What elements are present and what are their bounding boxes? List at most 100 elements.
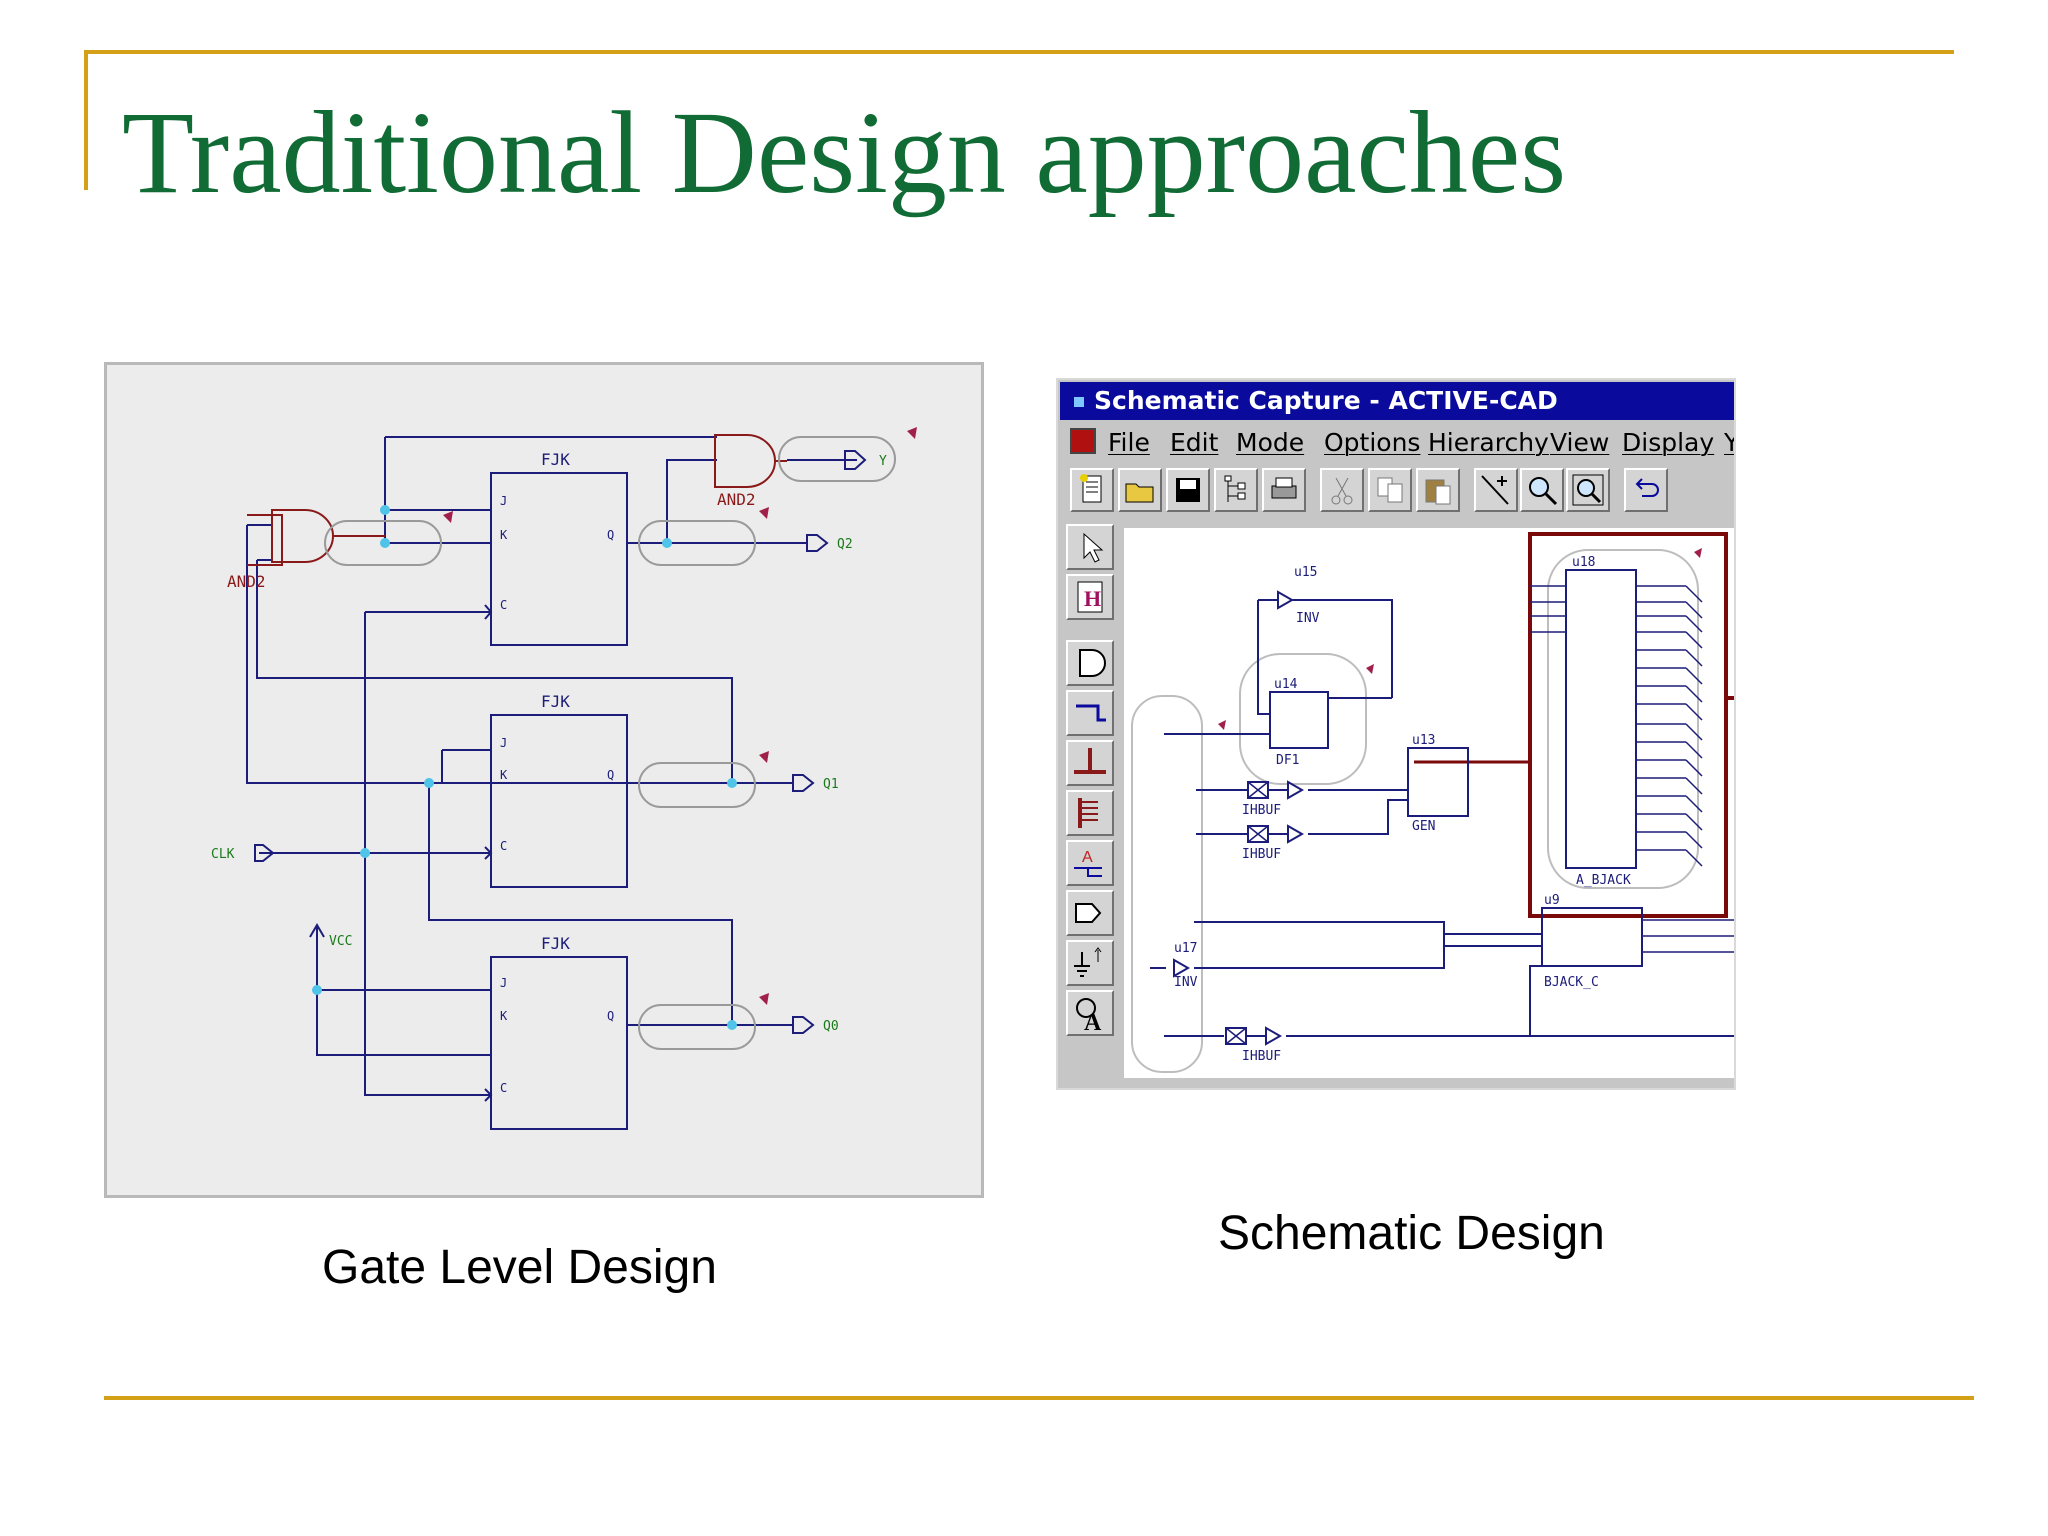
u17-label: u17 [1174,941,1197,956]
hierarchy-h-icon: H [1077,581,1103,613]
u9-label: u9 [1544,893,1560,908]
new-icon [1080,474,1102,503]
window-titlebar[interactable]: Schematic Capture - ACTIVE-CAD [1060,382,1734,420]
menu-mode[interactable]: Mode [1236,428,1305,457]
fjk-box-bottom [490,956,628,1130]
pin-q-mid: Q [607,768,614,782]
copy-button[interactable] [1368,468,1412,512]
net-tool[interactable] [1066,690,1114,736]
pin-q-bottom: Q [607,1009,614,1023]
bus-tap-tool[interactable] [1066,790,1114,836]
ibuf-label-1: IHBUF [1242,803,1281,818]
save-button[interactable] [1166,468,1210,512]
ibuf-label-3: IHBUF [1242,1049,1281,1064]
inv-label-u17: INV [1174,975,1198,990]
label-tool[interactable]: A [1066,840,1114,886]
svg-text:A: A [1082,849,1093,866]
fjk-label-mid: FJK [541,692,570,711]
save-icon [1176,478,1200,502]
output-y-label: Y [879,454,887,469]
pin-j-bottom: J [500,976,507,990]
left-rule [84,50,88,190]
open-button[interactable] [1118,468,1162,512]
tool-palette: H A A [1064,520,1120,1076]
gate-level-figure: FJK FJK FJK AND2 AND2 J K Q C J K Q C J … [104,362,984,1198]
net-icon [1076,704,1106,722]
power-ground-tool[interactable] [1066,940,1114,986]
pin-j-top: J [500,494,507,508]
fjk-label-top: FJK [541,450,570,469]
add-wire-icon [1481,475,1509,505]
menu-bar: File Edit Mode Options Hierarchy View Di… [1060,422,1734,462]
bus-tool[interactable] [1066,740,1114,786]
menu-file[interactable]: File [1108,428,1150,457]
df1-label: DF1 [1276,753,1299,768]
menu-overflow[interactable]: Y [1724,428,1734,457]
inv-label-u15: INV [1296,611,1320,626]
a-bjack-label: A_BJACK [1576,873,1631,888]
u13-label: u13 [1412,733,1435,748]
menu-hierarchy[interactable]: Hierarchy [1428,428,1549,457]
and-gate-tool[interactable] [1066,640,1114,686]
pin-k-top: K [500,528,508,542]
menu-view[interactable]: View [1550,428,1610,457]
io-marker-tool[interactable] [1066,890,1114,936]
cut-icon [1331,477,1353,505]
zoom-area-button[interactable] [1566,468,1610,512]
pin-j-mid: J [500,736,507,750]
output-q1-label: Q1 [823,777,839,792]
paste-button[interactable] [1416,468,1460,512]
hierarchy-icon [1224,475,1246,502]
print-icon [1271,477,1297,499]
and-gate-icon [1079,649,1106,677]
and-gate-left [271,509,334,563]
select-tool[interactable] [1066,524,1114,570]
select-arrow-icon [1083,532,1104,563]
u18-label: u18 [1572,555,1595,570]
ibuf-label-2: IHBUF [1242,847,1281,862]
fjk-box-top [490,472,628,646]
and2-label-top: AND2 [717,490,756,509]
label-icon: A [1074,849,1102,877]
fjk-label-bottom: FJK [541,934,570,953]
pin-c-top: C [500,598,507,612]
undo-button[interactable] [1624,468,1668,512]
cut-button[interactable] [1320,468,1364,512]
bjack-c-label: BJACK_C [1544,975,1599,990]
new-button[interactable] [1070,468,1114,512]
add-wire-button[interactable] [1474,468,1518,512]
pin-q-top: Q [607,528,614,542]
and-gate-top [714,434,776,488]
schematic-canvas[interactable]: u15 INV u14 DF1 u13 GEN u18 A_BJACK u9 B… [1124,528,1734,1078]
hierarchy-tool[interactable]: H [1066,574,1114,620]
bottom-rule [104,1396,1974,1400]
svg-text:A: A [1084,1010,1102,1034]
u14-label: u14 [1274,677,1298,692]
output-q2-label: Q2 [837,537,853,552]
zoom-button[interactable] [1520,468,1564,512]
zoom-area-icon [1572,474,1604,506]
menu-edit[interactable]: Edit [1170,428,1219,457]
toolbar [1060,464,1734,516]
u15-label: u15 [1294,565,1317,580]
gen-label: GEN [1412,819,1435,834]
schematic-capture-window: Schematic Capture - ACTIVE-CAD File Edit… [1056,378,1736,1090]
io-marker-icon [1075,903,1102,923]
app-menu-icon[interactable] [1070,428,1096,454]
text-icon: A [1076,998,1102,1036]
copy-icon [1377,477,1403,503]
zoom-icon [1529,477,1558,506]
power-ground-icon [1074,947,1102,977]
fjk-box-mid [490,714,628,888]
paste-icon [1425,479,1451,505]
print-button[interactable] [1262,468,1306,512]
text-tool[interactable]: A [1066,990,1114,1036]
menu-display[interactable]: Display [1622,428,1715,457]
output-q0-label: Q0 [823,1019,839,1034]
vcc-label: VCC [329,934,352,949]
hierarchy-button[interactable] [1214,468,1258,512]
svg-text:H: H [1084,586,1101,611]
bus-tap-icon [1078,798,1098,828]
menu-options[interactable]: Options [1324,428,1421,457]
pin-c-mid: C [500,839,507,853]
